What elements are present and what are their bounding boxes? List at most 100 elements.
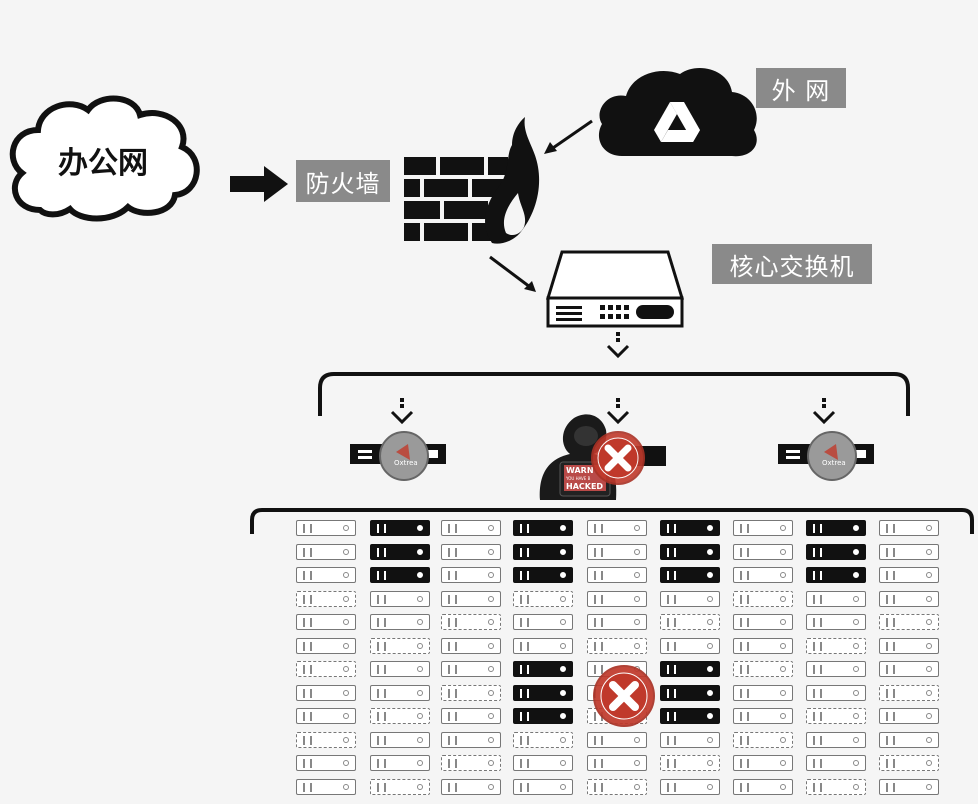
server-led bbox=[488, 666, 494, 672]
server-unit bbox=[296, 590, 356, 607]
external-cloud-icon bbox=[598, 68, 757, 157]
server-bays bbox=[377, 618, 386, 627]
server-led bbox=[707, 572, 713, 578]
server-unit bbox=[370, 567, 430, 583]
server-bays bbox=[594, 759, 603, 768]
server-unit bbox=[296, 661, 356, 677]
server-unit bbox=[296, 708, 356, 724]
server-unit bbox=[513, 590, 573, 607]
server-led bbox=[853, 642, 859, 649]
server-unit bbox=[806, 543, 866, 560]
access-switch-icon bbox=[778, 431, 874, 481]
server-led bbox=[780, 642, 786, 649]
firewall-label: 防火墙 bbox=[296, 160, 390, 202]
server-bays bbox=[303, 735, 312, 745]
server-bays bbox=[377, 688, 386, 698]
server-led bbox=[926, 783, 932, 790]
server-bays bbox=[740, 547, 749, 557]
server-led bbox=[488, 548, 494, 555]
server-led bbox=[707, 548, 713, 555]
server-unit bbox=[441, 755, 501, 771]
server-led bbox=[560, 572, 566, 578]
server-led bbox=[634, 595, 640, 602]
server-unit bbox=[587, 637, 647, 654]
server-unit bbox=[441, 590, 501, 607]
server-unit bbox=[879, 543, 939, 560]
server-bays bbox=[886, 641, 895, 651]
server-bays bbox=[740, 782, 749, 792]
server-led bbox=[488, 619, 494, 625]
server-bays bbox=[740, 594, 749, 604]
server-led bbox=[343, 548, 349, 555]
server-led bbox=[488, 642, 494, 649]
server-led bbox=[634, 548, 640, 555]
server-led bbox=[634, 783, 640, 790]
server-led bbox=[926, 666, 932, 672]
server-bays bbox=[886, 782, 895, 792]
server-bays bbox=[813, 618, 822, 627]
server-led bbox=[634, 572, 640, 578]
server-bays bbox=[813, 712, 822, 721]
server-unit bbox=[879, 567, 939, 583]
server-unit bbox=[733, 637, 793, 654]
server-unit bbox=[513, 684, 573, 701]
server-bays bbox=[303, 759, 312, 768]
dotted-arrow-icon bbox=[606, 398, 630, 425]
server-unit bbox=[441, 614, 501, 630]
server-unit bbox=[660, 661, 720, 677]
server-unit bbox=[806, 684, 866, 701]
server-bays bbox=[667, 782, 676, 792]
server-led bbox=[853, 760, 859, 766]
server-bays bbox=[740, 618, 749, 627]
server-led bbox=[853, 783, 859, 790]
server-bays bbox=[520, 688, 529, 698]
server-led bbox=[488, 689, 494, 696]
server-bays bbox=[520, 594, 529, 604]
server-unit bbox=[587, 614, 647, 630]
server-bays bbox=[594, 547, 603, 557]
server-unit bbox=[296, 778, 356, 795]
server-led bbox=[488, 595, 494, 602]
server-led bbox=[780, 595, 786, 602]
server-unit bbox=[296, 543, 356, 560]
server-bays bbox=[594, 782, 603, 792]
server-unit bbox=[513, 731, 573, 748]
server-bays bbox=[520, 547, 529, 557]
server-unit bbox=[587, 590, 647, 607]
firewall-flame-icon bbox=[404, 117, 540, 244]
server-bays bbox=[303, 571, 312, 580]
server-unit bbox=[513, 637, 573, 654]
server-bays bbox=[520, 759, 529, 768]
server-led bbox=[853, 713, 859, 719]
server-led bbox=[780, 713, 786, 719]
server-led bbox=[707, 713, 713, 719]
server-unit bbox=[879, 731, 939, 748]
server-bays bbox=[448, 782, 457, 792]
server-unit bbox=[587, 778, 647, 795]
server-led bbox=[780, 666, 786, 672]
server-unit bbox=[587, 731, 647, 748]
dotted-arrow-icon bbox=[390, 398, 414, 425]
server-led bbox=[343, 783, 349, 790]
server-led bbox=[343, 736, 349, 743]
server-led bbox=[926, 760, 932, 766]
server-led bbox=[343, 689, 349, 696]
server-led bbox=[634, 736, 640, 743]
server-led bbox=[560, 689, 566, 696]
server-led bbox=[560, 760, 566, 766]
server-led bbox=[417, 619, 423, 625]
server-bays bbox=[813, 782, 822, 792]
server-bays bbox=[448, 712, 457, 721]
server-led bbox=[488, 736, 494, 743]
server-led bbox=[707, 619, 713, 625]
server-unit bbox=[370, 778, 430, 795]
server-led bbox=[707, 666, 713, 672]
server-unit bbox=[587, 755, 647, 771]
server-bays bbox=[886, 594, 895, 604]
server-bays bbox=[667, 594, 676, 604]
server-unit bbox=[733, 543, 793, 560]
server-unit bbox=[441, 543, 501, 560]
server-bays bbox=[303, 665, 312, 674]
server-led bbox=[926, 572, 932, 578]
server-bays bbox=[813, 735, 822, 745]
